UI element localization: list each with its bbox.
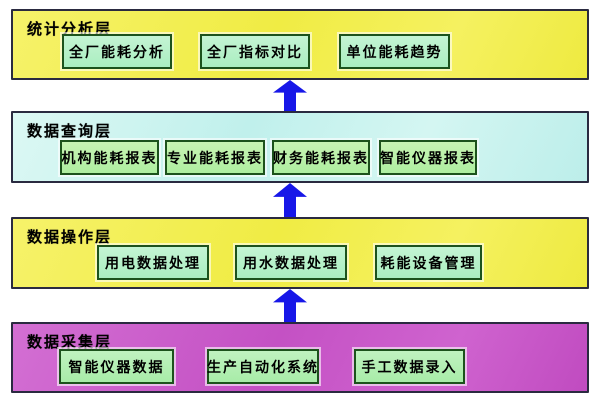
- layer-title: 统计分析层: [27, 20, 113, 38]
- layer-data-collection: 数据采集层 智能仪器数据 生产自动化系统 手工数据录入: [11, 322, 589, 393]
- layer-data-operation: 数据操作层 用电数据处理 用水数据处理 耗能设备管理: [11, 217, 589, 289]
- module-box: 全厂指标对比: [200, 34, 310, 69]
- flow-up-arrow-icon: [273, 289, 307, 322]
- layer-data-query: 数据查询层 机构能耗报表 专业能耗报表 财务能耗报表 智能仪器报表: [11, 111, 589, 183]
- module-box: 用水数据处理: [235, 245, 347, 280]
- flow-up-arrow-icon: [273, 183, 307, 217]
- module-box: 手工数据录入: [354, 349, 465, 384]
- module-box: 智能仪器数据: [59, 349, 174, 384]
- module-box: 机构能耗报表: [60, 140, 159, 175]
- module-box: 全厂能耗分析: [62, 34, 172, 69]
- flow-up-arrow-icon: [273, 80, 307, 111]
- module-box: 耗能设备管理: [375, 245, 482, 280]
- module-box: 专业能耗报表: [165, 140, 265, 175]
- layer-statistical-analysis: 统计分析层 全厂能耗分析 全厂指标对比 单位能耗趋势: [11, 9, 589, 80]
- module-box: 生产自动化系统: [207, 349, 319, 384]
- layer-title: 数据采集层: [27, 333, 113, 351]
- module-box: 单位能耗趋势: [339, 34, 450, 69]
- layer-title: 数据查询层: [27, 122, 113, 140]
- module-box: 用电数据处理: [97, 245, 209, 280]
- layer-title: 数据操作层: [27, 228, 113, 246]
- module-box: 智能仪器报表: [379, 140, 477, 175]
- module-box: 财务能耗报表: [272, 140, 370, 175]
